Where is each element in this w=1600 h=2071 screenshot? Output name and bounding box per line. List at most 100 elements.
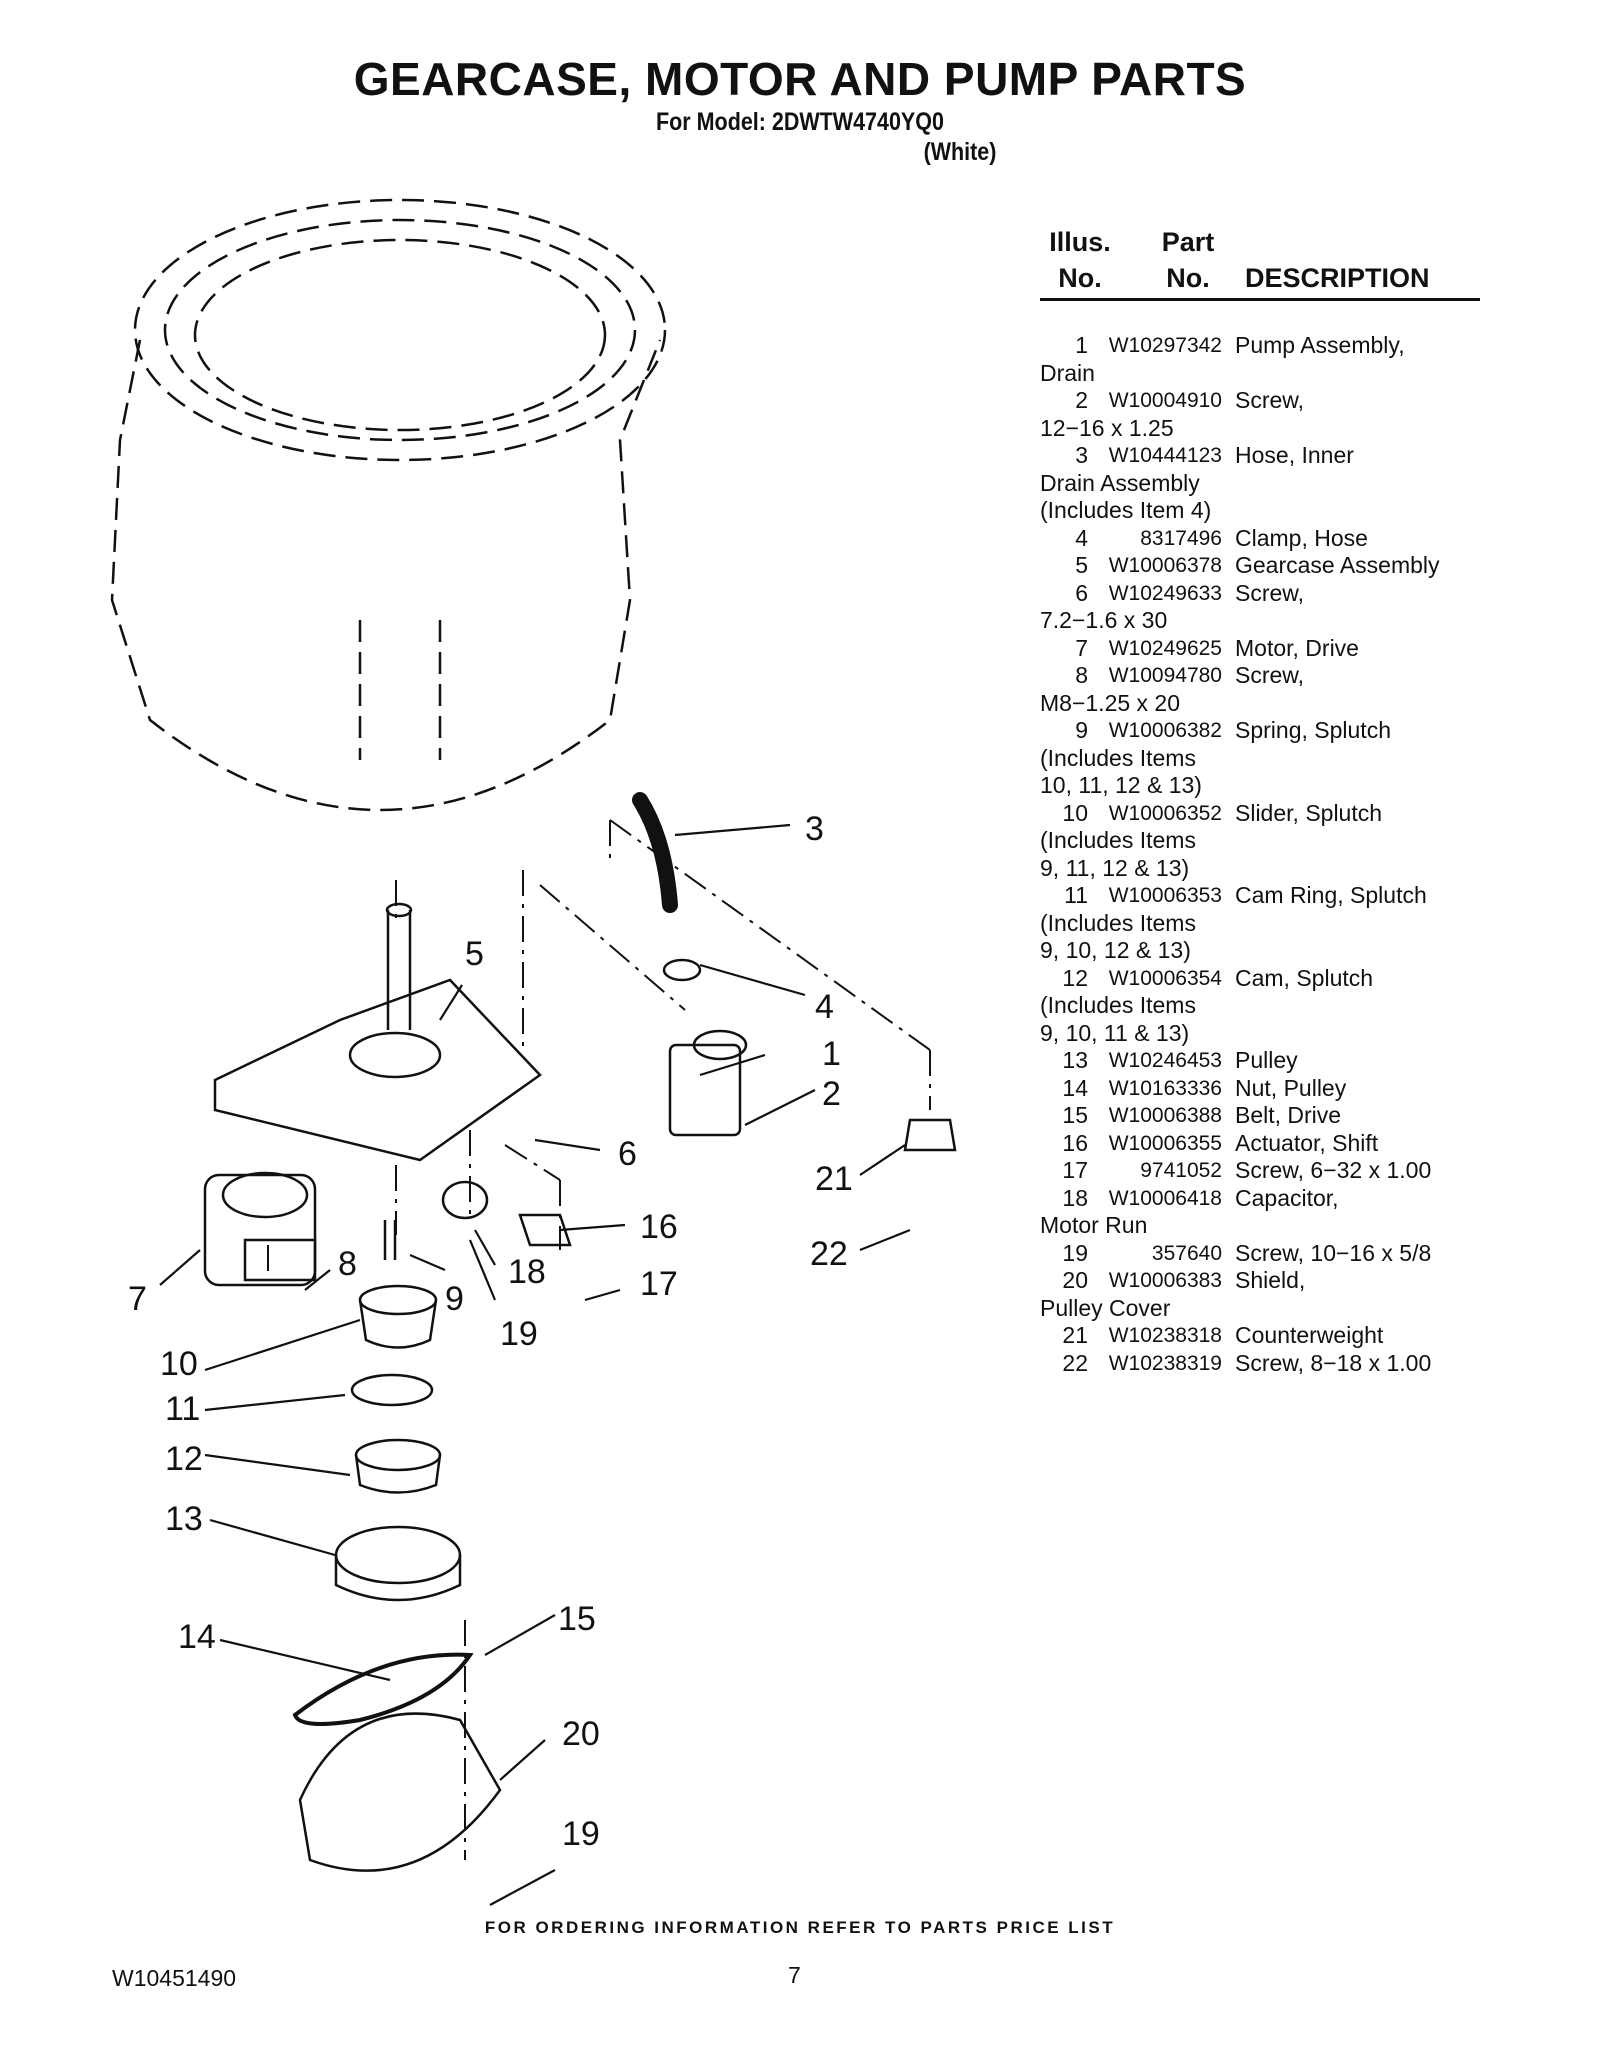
part-description: Actuator, Shift: [1235, 1129, 1379, 1156]
part-description: Cam, Splutch (Includes Items 9, 10, 11 &…: [1040, 964, 1374, 1046]
callout-2: 2: [822, 1075, 841, 1113]
callout-13: 13: [165, 1500, 203, 1538]
part-number: W10006382: [1108, 719, 1222, 742]
callout-19a: 19: [500, 1315, 538, 1353]
table-row: 22 W10238319 Screw, 8−18 x 1.00: [1040, 1350, 1500, 1378]
exploded-parts-diagram: 1 2 3 4 5 6 7 8 9 10 11 12 13 14 15 16 1…: [110, 198, 957, 1906]
part-number: W10004910: [1108, 389, 1222, 412]
illus-number: 17: [1062, 1157, 1088, 1183]
callout-12: 12: [165, 1440, 203, 1478]
illus-number: 6: [1075, 579, 1088, 606]
part-number: W10006383: [1108, 1269, 1222, 1292]
parts-list: Illus. No. Part No. DESCRIPTION 1 W102973…: [1040, 226, 1490, 1376]
part-description: Belt, Drive: [1235, 1102, 1342, 1128]
part-number: W10006378: [1108, 554, 1222, 577]
part-number: 357640: [1151, 1241, 1222, 1265]
part-number: 9741052: [1140, 1159, 1222, 1182]
header-description: DESCRIPTION: [1245, 263, 1430, 293]
callout-3: 3: [805, 810, 824, 848]
illus-number: 11: [1064, 882, 1088, 908]
callout-16: 16: [640, 1208, 678, 1246]
leader-lines: [159, 823, 911, 1906]
drive-motor: [203, 1171, 317, 1287]
part-description: Spring, Splutch (Includes Items 10, 11, …: [1040, 717, 1391, 798]
illus-number: 18: [1062, 1184, 1088, 1211]
illus-number: 4: [1075, 524, 1088, 551]
header-part-no: No.: [1166, 263, 1210, 293]
part-number: W10238319: [1108, 1351, 1222, 1375]
callout-7: 7: [128, 1280, 147, 1318]
document-number: W10451490: [112, 1965, 237, 1991]
header-illus-no: No.: [1058, 263, 1102, 293]
illus-number: 5: [1075, 552, 1088, 578]
part-description: Clamp, Hose: [1235, 524, 1368, 551]
part-description: Pump Assembly, Drain: [1040, 332, 1405, 386]
callout-1: 1: [822, 1035, 841, 1073]
part-number: W10006388: [1108, 1104, 1222, 1127]
parts-list-header: Illus. No. Part No. DESCRIPTION: [1040, 226, 1490, 298]
part-number: W10297342: [1108, 334, 1222, 357]
illus-number: 10: [1062, 799, 1088, 826]
part-number: 8317496: [1140, 526, 1222, 550]
illus-number: 3: [1075, 442, 1088, 468]
page-number: 7: [788, 1962, 801, 1988]
illus-number: 9: [1075, 717, 1088, 743]
illus-number: 8: [1075, 662, 1088, 688]
table-row: 16 W10006355 Actuator, Shift: [1040, 1130, 1500, 1158]
callout-11: 11: [165, 1390, 200, 1428]
callout-14: 14: [178, 1618, 216, 1656]
part-description: Screw, M8−1.25 x 20: [1040, 662, 1305, 716]
part-number: W10163336: [1108, 1076, 1222, 1100]
inner-drain-hose: [632, 792, 678, 913]
part-number: W10006355: [1108, 1131, 1222, 1155]
callout-19b: 19: [562, 1815, 600, 1853]
part-description: Shield, Pulley Cover: [1040, 1267, 1306, 1321]
callout-22: 22: [810, 1235, 848, 1273]
header-rule: [1040, 298, 1480, 301]
illus-number: 16: [1062, 1129, 1088, 1156]
callout-6: 6: [618, 1135, 637, 1173]
part-number: W10006352: [1108, 801, 1222, 825]
part-number: W10006418: [1108, 1186, 1222, 1210]
part-description: Counterweight: [1235, 1322, 1384, 1348]
callout-5: 5: [465, 935, 484, 973]
table-row: 4 8317496 Clamp, Hose: [1040, 525, 1500, 553]
callout-18: 18: [508, 1253, 546, 1291]
part-number: W10006354: [1108, 966, 1222, 990]
callout-21: 21: [815, 1160, 853, 1198]
illus-number: 1: [1075, 332, 1088, 358]
header-part: Part: [1161, 227, 1215, 257]
illus-number: 14: [1062, 1074, 1088, 1101]
callout-15: 15: [558, 1600, 596, 1638]
part-number: W10006353: [1108, 884, 1222, 907]
illus-number: 2: [1075, 387, 1088, 413]
part-description: Screw, 8−18 x 1.00: [1235, 1349, 1432, 1376]
part-number: W10246453: [1108, 1049, 1222, 1072]
callout-4: 4: [815, 988, 834, 1026]
illus-number: 20: [1062, 1267, 1088, 1293]
part-description: Slider, Splutch (Includes Items 9, 11, 1…: [1040, 799, 1383, 881]
callout-10: 10: [160, 1345, 198, 1383]
illus-number: 21: [1062, 1322, 1088, 1348]
part-number: W10094780: [1108, 664, 1222, 687]
illus-number: 22: [1062, 1349, 1088, 1376]
